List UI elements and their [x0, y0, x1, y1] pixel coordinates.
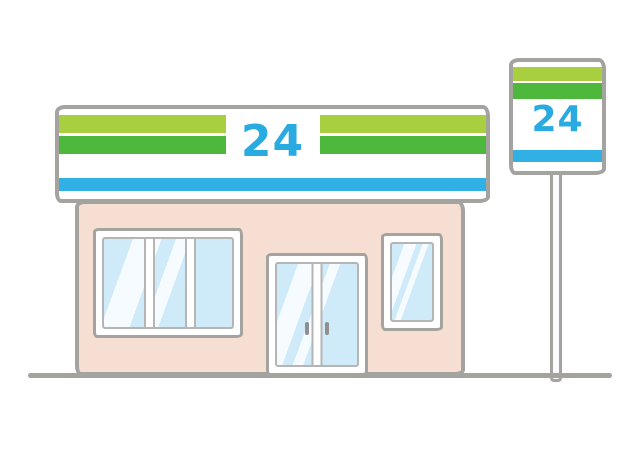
pole-sign: 24 — [509, 58, 606, 175]
fascia-24-panel: 24 — [225, 109, 320, 175]
fascia-stripes: 24 — [59, 109, 486, 199]
pole-sign-post — [550, 170, 562, 382]
door-handle-right — [325, 322, 329, 335]
door-handle-left — [305, 322, 309, 335]
pole-sign-face: 24 — [513, 62, 602, 171]
left-window-mullion-1 — [143, 239, 155, 327]
left-window-mullion-2 — [184, 239, 196, 327]
storefront-fascia-sign: 24 — [55, 105, 490, 203]
right-window-glass — [390, 242, 434, 322]
entrance-door — [266, 253, 368, 376]
pole-sign-stripe-blue — [513, 150, 602, 162]
pole-sign-stripe-green-light — [513, 67, 602, 81]
door-center-divider — [311, 264, 323, 365]
right-window — [381, 233, 443, 331]
fascia-stripe-blue — [59, 178, 486, 191]
pole-sign-24-text: 24 — [531, 99, 584, 140]
pole-sign-stripe-green-dark — [513, 83, 602, 99]
fascia-24-text: 24 — [240, 116, 305, 167]
left-window — [93, 228, 243, 338]
left-window-glass — [102, 237, 234, 329]
entrance-door-glass — [275, 262, 359, 367]
ground-line — [28, 373, 612, 378]
